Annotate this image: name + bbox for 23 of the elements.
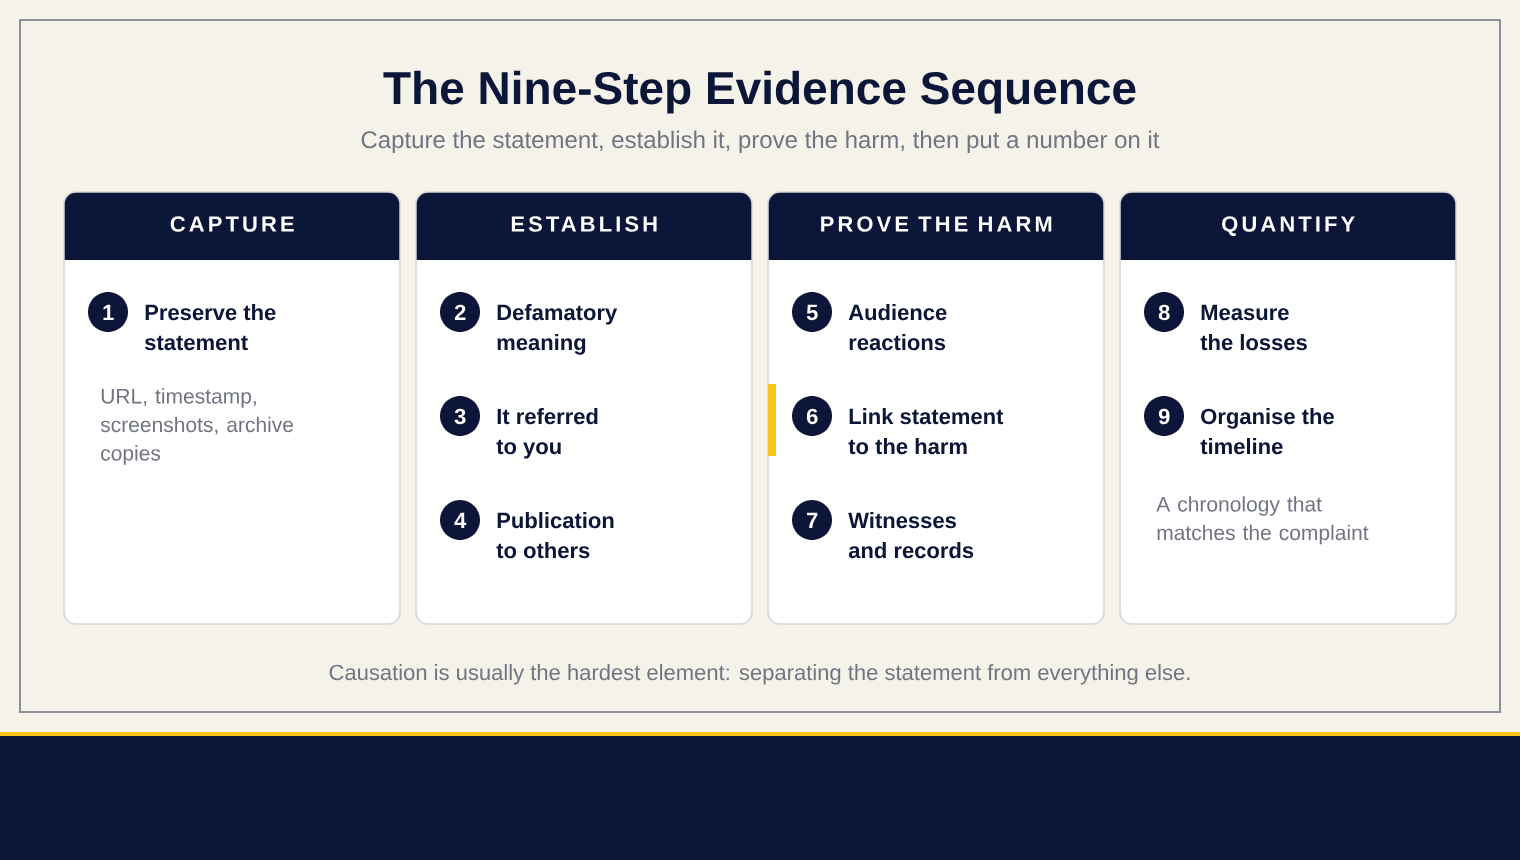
- subtitle: Capture the statement, establish it, prove the harm, then put a number on it: [361, 130, 1160, 153]
- node-label: It referred to you: [496, 408, 598, 459]
- step-item: 9 Organise the timeline: [1144, 396, 1334, 455]
- node-label: Link statement to the harm: [848, 408, 1004, 455]
- step-item: 5 Audience reactions: [792, 292, 947, 351]
- node-label: Organise the timeline: [1200, 408, 1334, 455]
- node-label: Preserve the statement: [144, 304, 276, 351]
- node-label: Publication to others: [496, 512, 614, 559]
- step-item: 8 Measure the losses: [1144, 292, 1307, 351]
- step-item: 6 Link statement to the harm: [792, 396, 1004, 455]
- node-label: Audience reactions: [848, 304, 947, 351]
- node-label: Witnesses and records: [848, 512, 974, 559]
- note: URL, timestamp, screenshots, archive copies: [100, 388, 293, 465]
- node-label: Measure the losses: [1200, 304, 1307, 351]
- step-item: 4 Publication to others: [440, 500, 614, 559]
- step-item: 1 Preserve the statement: [88, 292, 276, 351]
- caption: Causation is usually the hardest element: separating the statement from everything else.: [329, 664, 1190, 685]
- node-label: Defamatory meaning: [497, 304, 618, 355]
- title: The Nine-Step Evidence Sequence: [383, 70, 1136, 114]
- step-item: 3 It referred to you: [440, 396, 598, 459]
- step-item: 7 Witnesses and records: [792, 500, 974, 559]
- note: A chronology that matches the complaint: [1156, 496, 1369, 545]
- step-item: 2 Defamatory meaning: [440, 292, 618, 355]
